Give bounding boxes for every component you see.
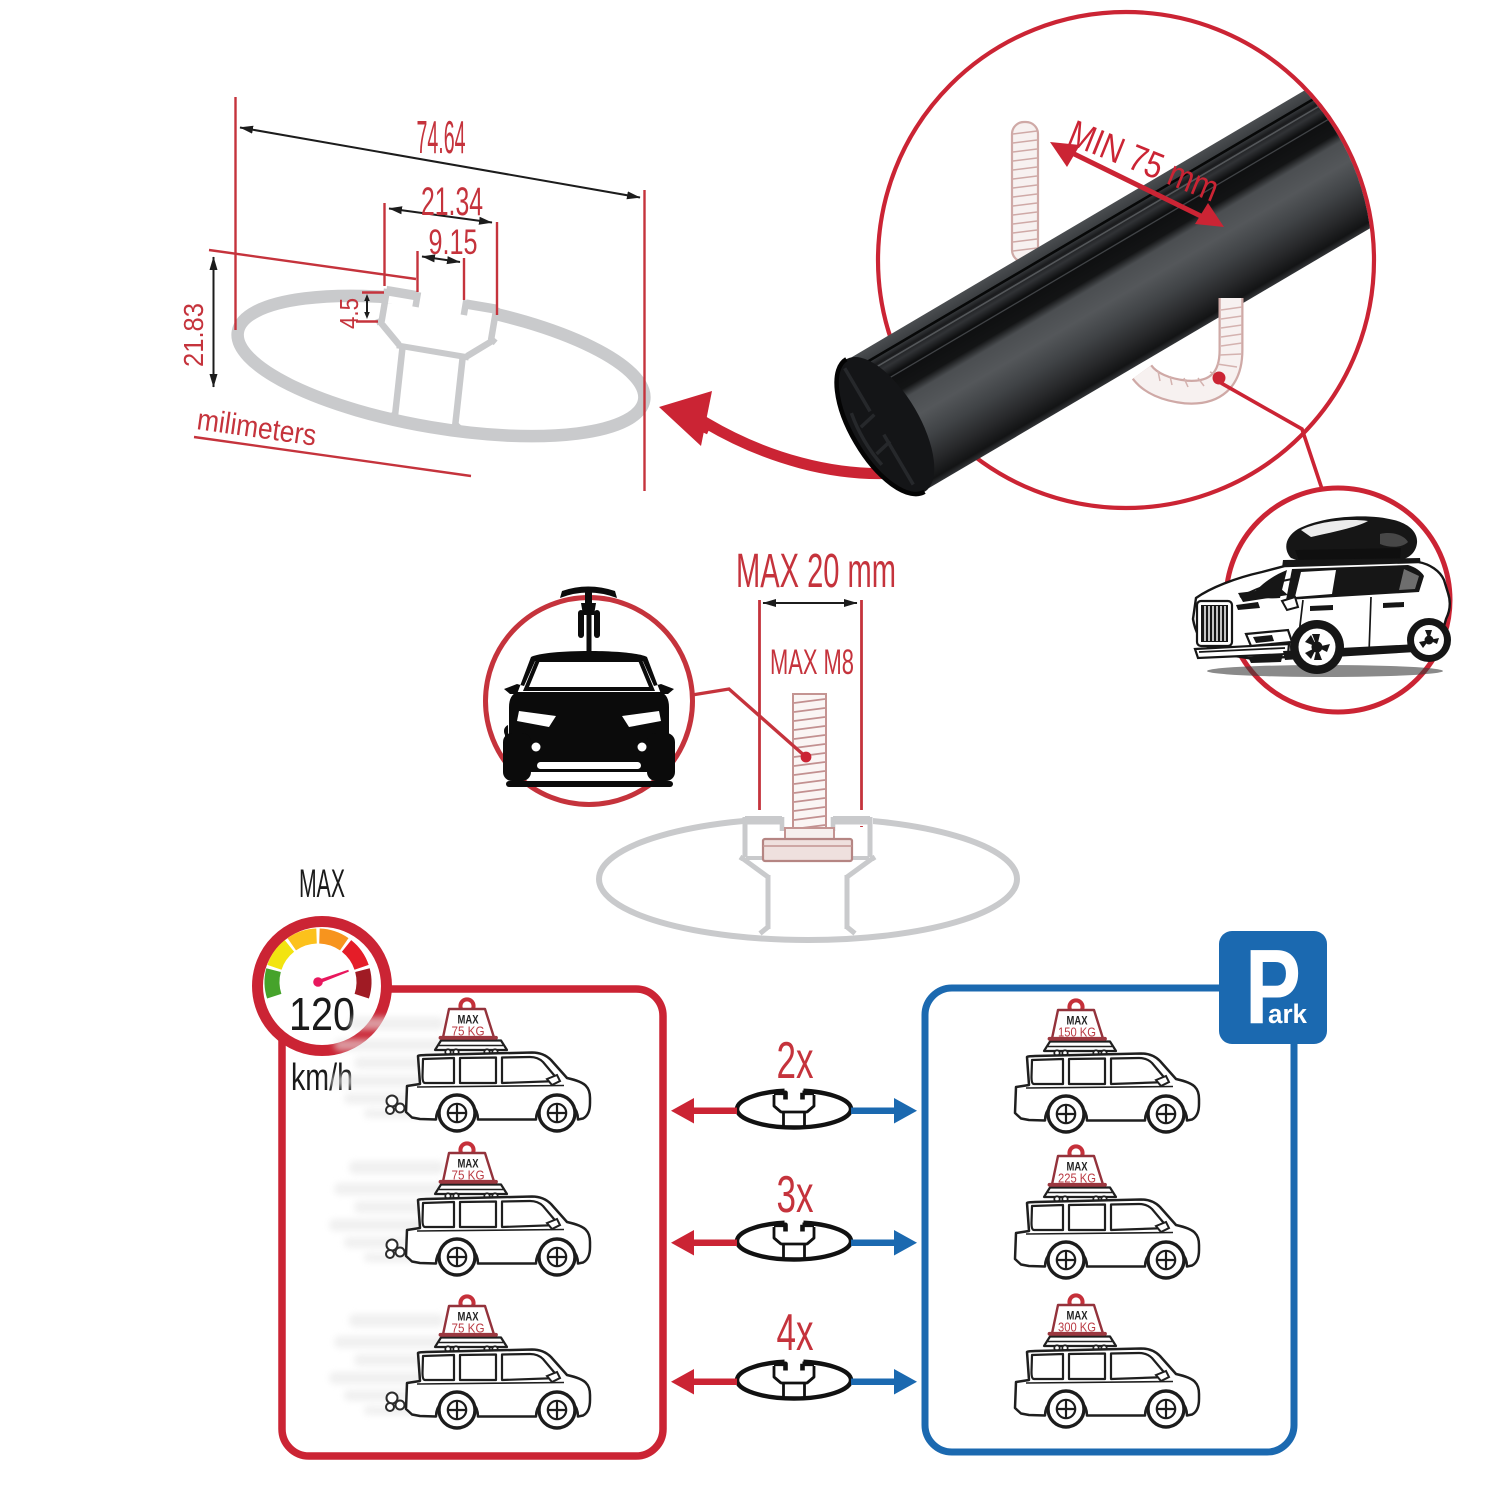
svg-text:150 KG: 150 KG bbox=[1058, 1025, 1096, 1040]
svg-text:4x: 4x bbox=[777, 1304, 814, 1362]
svg-text:120: 120 bbox=[289, 988, 355, 1040]
svg-text:MAX: MAX bbox=[299, 862, 345, 906]
svg-text:74.64: 74.64 bbox=[417, 111, 466, 163]
svg-text:MAX M8: MAX M8 bbox=[770, 643, 854, 682]
svg-text:21.83: 21.83 bbox=[178, 303, 209, 367]
svg-text:75 KG: 75 KG bbox=[452, 1168, 485, 1183]
svg-text:75 KG: 75 KG bbox=[452, 1321, 485, 1336]
svg-text:300 KG: 300 KG bbox=[1058, 1320, 1096, 1335]
svg-text:75 KG: 75 KG bbox=[452, 1024, 485, 1039]
svg-text:3x: 3x bbox=[777, 1166, 814, 1224]
svg-text:9.15: 9.15 bbox=[429, 223, 478, 262]
svg-text:225 KG: 225 KG bbox=[1058, 1171, 1096, 1186]
svg-text:MAX 20 mm: MAX 20 mm bbox=[736, 545, 896, 598]
svg-text:21.34: 21.34 bbox=[421, 180, 483, 224]
svg-text:4.5: 4.5 bbox=[334, 298, 364, 329]
svg-text:2x: 2x bbox=[777, 1032, 814, 1090]
svg-text:ark: ark bbox=[1268, 999, 1308, 1029]
svg-text:P: P bbox=[1245, 928, 1301, 1046]
